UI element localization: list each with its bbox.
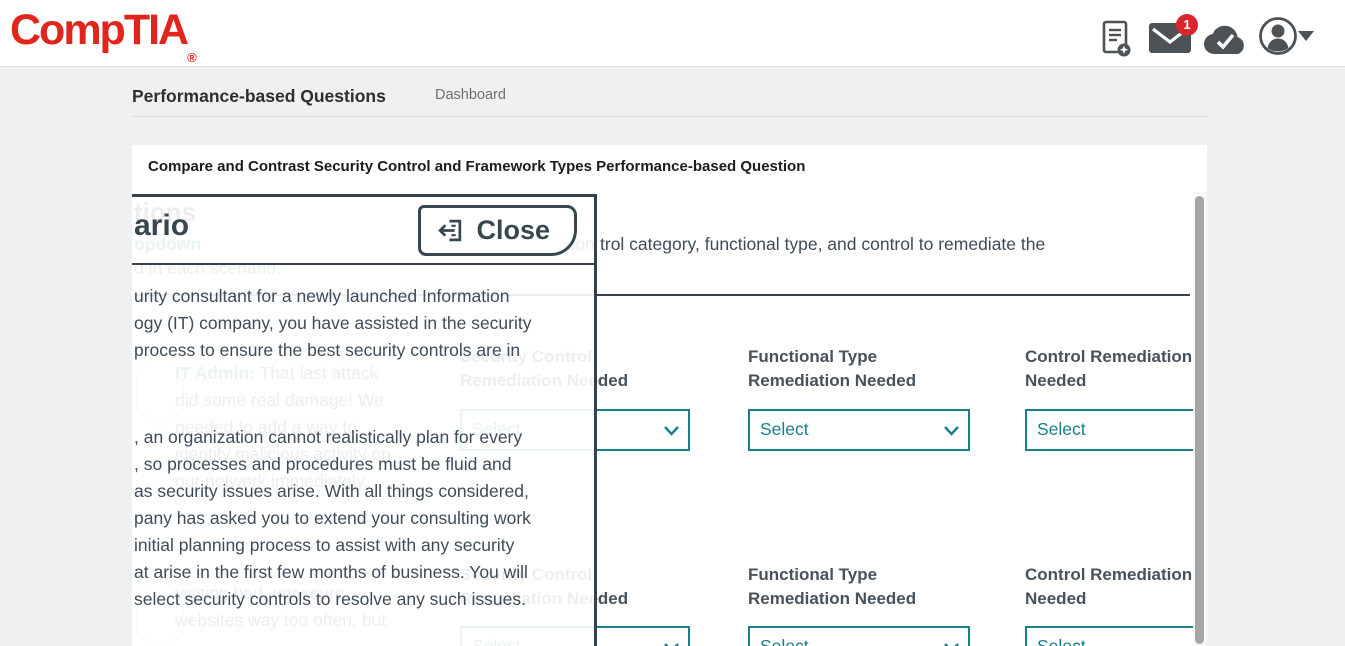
question-card: Compare and Contrast Security Control an… [132, 145, 1207, 646]
cloud-sync-icon[interactable] [1203, 25, 1247, 60]
avatar-icon [1259, 17, 1297, 55]
account-menu[interactable] [1258, 16, 1298, 61]
comptia-logo[interactable]: CompTIA® [10, 6, 197, 65]
close-button[interactable]: Close [418, 205, 577, 256]
modal-header-divider [132, 263, 597, 265]
label-functional-type: Functional Type [748, 565, 878, 584]
scenario-modal: ario Close urity consultant for a newly … [132, 194, 597, 646]
exit-icon [438, 219, 462, 242]
breadcrumb-divider [132, 116, 1207, 117]
instruction-text: trol category, functional type, and cont… [600, 234, 1046, 254]
scenario-heading: ario [134, 209, 190, 242]
label-functional-type: Functional Type [748, 347, 878, 366]
chevron-down-icon[interactable] [1298, 31, 1314, 41]
registered-mark: ® [187, 50, 197, 65]
scenario-paragraph-1: urity consultant for a newly launched In… [134, 286, 532, 360]
chevron-down-icon [664, 426, 679, 436]
control-remediation-select-2[interactable]: Select [1025, 626, 1193, 646]
dashboard-link[interactable]: Dashboard [435, 87, 506, 103]
functional-type-select-1[interactable]: Select [748, 409, 970, 451]
notes-icon[interactable] [1101, 20, 1131, 63]
mail-icon[interactable]: 1 [1149, 14, 1198, 58]
vertical-scrollbar[interactable] [1193, 192, 1207, 646]
scenario-paragraph-2: , an organization cannot realistically p… [134, 427, 531, 609]
notification-badge: 1 [1176, 14, 1198, 36]
scrollbar-thumb[interactable] [1195, 196, 1204, 644]
control-remediation-select-1[interactable]: Select [1025, 409, 1193, 451]
app-header: CompTIA® 1 [0, 0, 1345, 67]
page-title: Performance-based Questions [132, 86, 386, 106]
chevron-down-icon [944, 426, 959, 436]
question-title: Compare and Contrast Security Control an… [148, 158, 806, 175]
section-divider [134, 294, 1190, 296]
label-control-remediation: Control Remediation [1025, 565, 1193, 584]
functional-type-select-2[interactable]: Select [748, 626, 970, 646]
question-panel: tions opdown select the security con tro… [132, 192, 1193, 646]
label-control-remediation: Control Remediation [1025, 347, 1193, 366]
